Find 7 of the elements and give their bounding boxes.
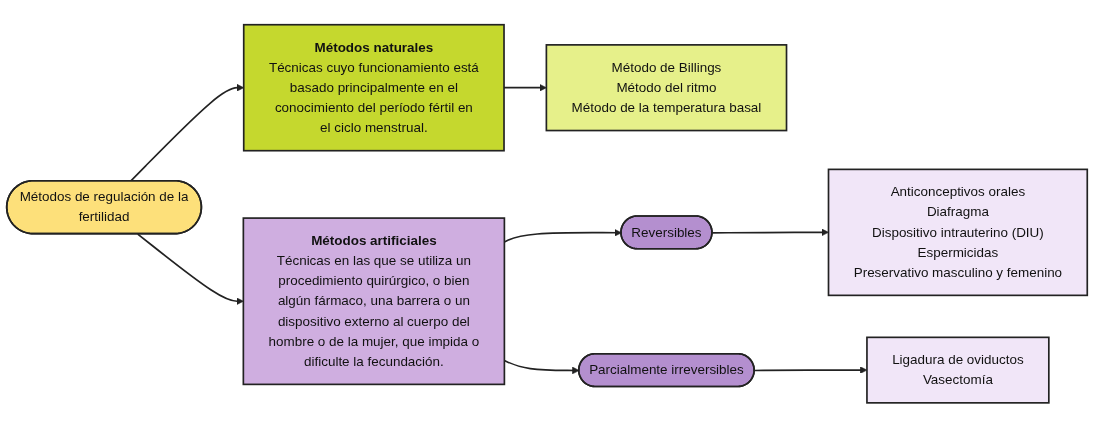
node-box: Ligadura de oviductos Vasectomía (866, 336, 1050, 404)
arrow (136, 232, 244, 305)
node-box: Métodos artificiales Técnicas en las que se utiliza un procedimiento quirúrgico, o bien algún fármaco, una barrera o un dispositivo externo al cuerpo del hombre o de la mujer, que impida o dificulte la fecundación. (242, 216, 506, 385)
node-box: Métodos naturales Técnicas cuyo funcionamiento está basado principalmente en el conocimiento del período fértil en el ciclo menstrual. (242, 23, 505, 152)
node-box: Método de Billings Método del ritmo Método de la temperatura basal (545, 43, 788, 132)
arrow (711, 228, 829, 236)
node-box: Anticonceptivos orales Diafragma Dispositivo intrauterino (DIU) Espermicidas Preservativo masculino y femenino (827, 168, 1089, 296)
